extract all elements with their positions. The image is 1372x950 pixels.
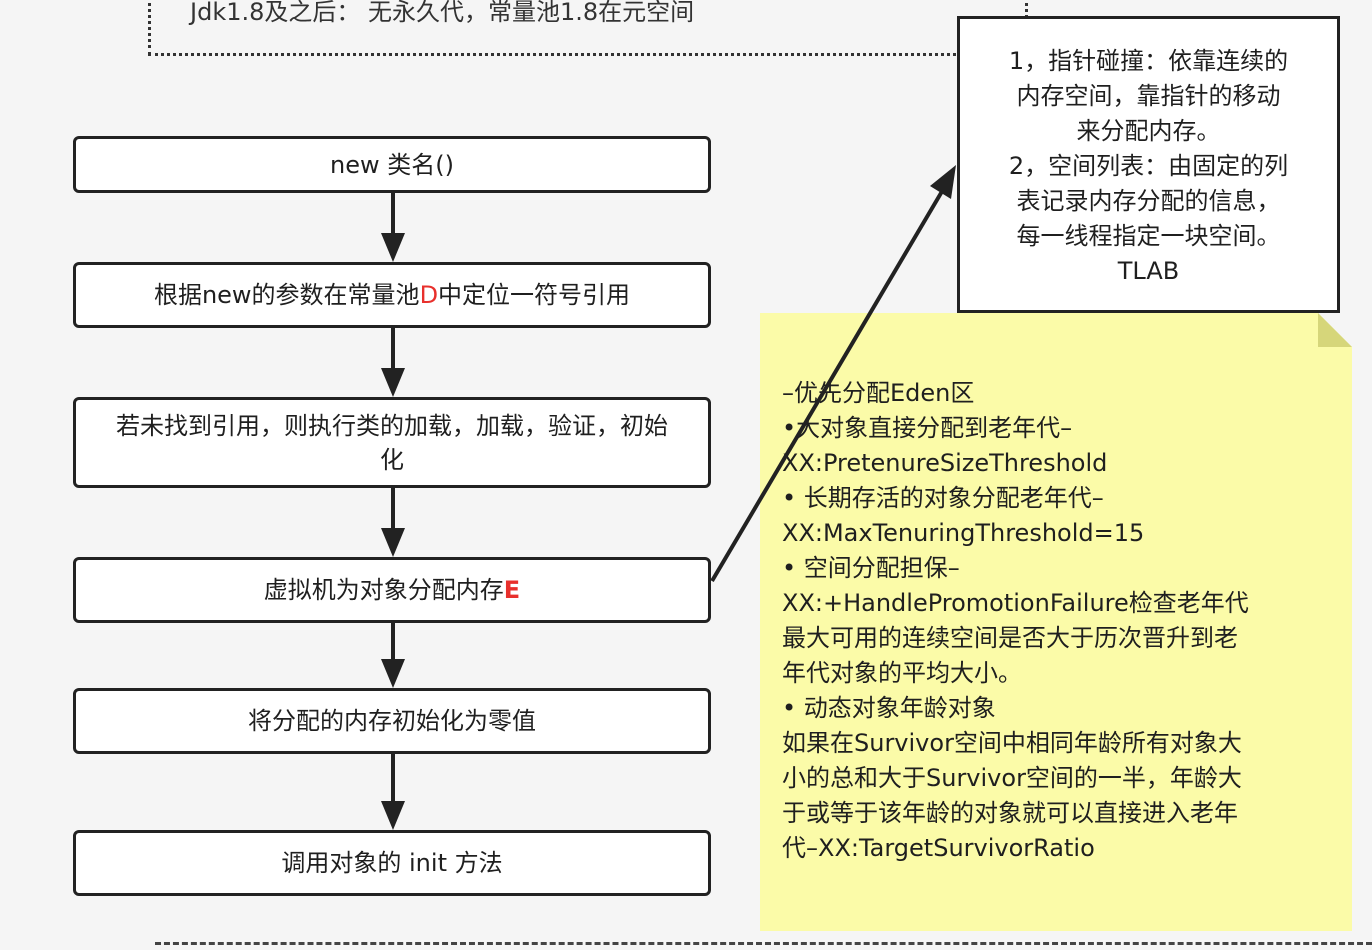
- arrow-4-shaft: [391, 623, 395, 660]
- flow-step-init-method: 调用对象的 init 方法: [73, 830, 711, 896]
- marker-e: E: [503, 576, 521, 604]
- flow-step-resolve-label: 根据new的参数在常量池D中定位一符号引用: [154, 278, 630, 312]
- tlab-line-6: 每一线程指定一块空间。: [1016, 222, 1281, 250]
- flow-step-init-method-label: 调用对象的 init 方法: [281, 849, 503, 877]
- arrow-3-head: [381, 528, 405, 557]
- flow-step-resolve-reference: 根据new的参数在常量池D中定位一符号引用: [73, 262, 711, 328]
- tlab-line-2: 内存空间，靠指针的移动: [1016, 82, 1281, 110]
- tlab-line-7: TLAB: [1117, 257, 1180, 285]
- tlab-line-5: 表记录内存分配的信息，: [1016, 187, 1281, 215]
- flow-step-allocate-label: 虚拟机为对象分配内存E: [264, 573, 520, 607]
- flow-step-resolve-post: 中定位一符号引用: [438, 281, 631, 309]
- marker-d: D: [419, 281, 439, 309]
- tlab-connector-head: [930, 165, 956, 199]
- flow-step-new-label: new 类名(): [330, 150, 454, 179]
- arrow-1-head: [381, 233, 405, 262]
- jdk-version-note: Jdk1.8及之后： 无永久代，常量池1.8在元空间: [190, 0, 695, 26]
- arrow-2-head: [381, 368, 405, 397]
- flow-step-class-loading-label: 若未找到引用，则执行类的加载，加载，验证，初始化: [116, 411, 668, 474]
- flow-step-resolve-pre: 根据new的参数在常量池: [153, 281, 420, 309]
- tlab-line-1: 1，指针碰撞：依靠连续的: [1008, 47, 1289, 75]
- bottom-dashed-divider: [155, 942, 1372, 945]
- tlab-line-3: 来分配内存。: [1076, 117, 1221, 145]
- flow-step-zero-init: 将分配的内存初始化为零值: [73, 688, 711, 754]
- arrow-5-shaft: [391, 754, 395, 802]
- allocation-rules-note: [760, 313, 1352, 931]
- flow-step-allocate-memory: 虚拟机为对象分配内存E: [73, 557, 711, 623]
- arrow-3-shaft: [391, 488, 395, 530]
- tlab-connector-line: [710, 186, 946, 583]
- flow-step-class-loading: 若未找到引用，则执行类的加载，加载，验证，初始化: [73, 397, 711, 488]
- arrow-4-head: [381, 659, 405, 688]
- flow-step-allocate-pre: 虚拟机为对象分配内存: [263, 576, 504, 604]
- arrow-1-shaft: [391, 193, 395, 235]
- arrow-2-shaft: [391, 328, 395, 368]
- arrow-5-head: [381, 801, 405, 830]
- tlab-line-4: 2，空间列表：由固定的列: [1008, 152, 1289, 180]
- allocation-rules-text: –优先分配Eden区 •大对象直接分配到老年代– XX:PretenureSiz…: [782, 379, 1249, 862]
- flow-step-new: new 类名(): [73, 136, 711, 193]
- tlab-explanation-box: 1，指针碰撞：依靠连续的 内存空间，靠指针的移动 来分配内存。 2，空间列表：由…: [957, 16, 1340, 313]
- flow-step-zero-init-label: 将分配的内存初始化为零值: [248, 707, 536, 735]
